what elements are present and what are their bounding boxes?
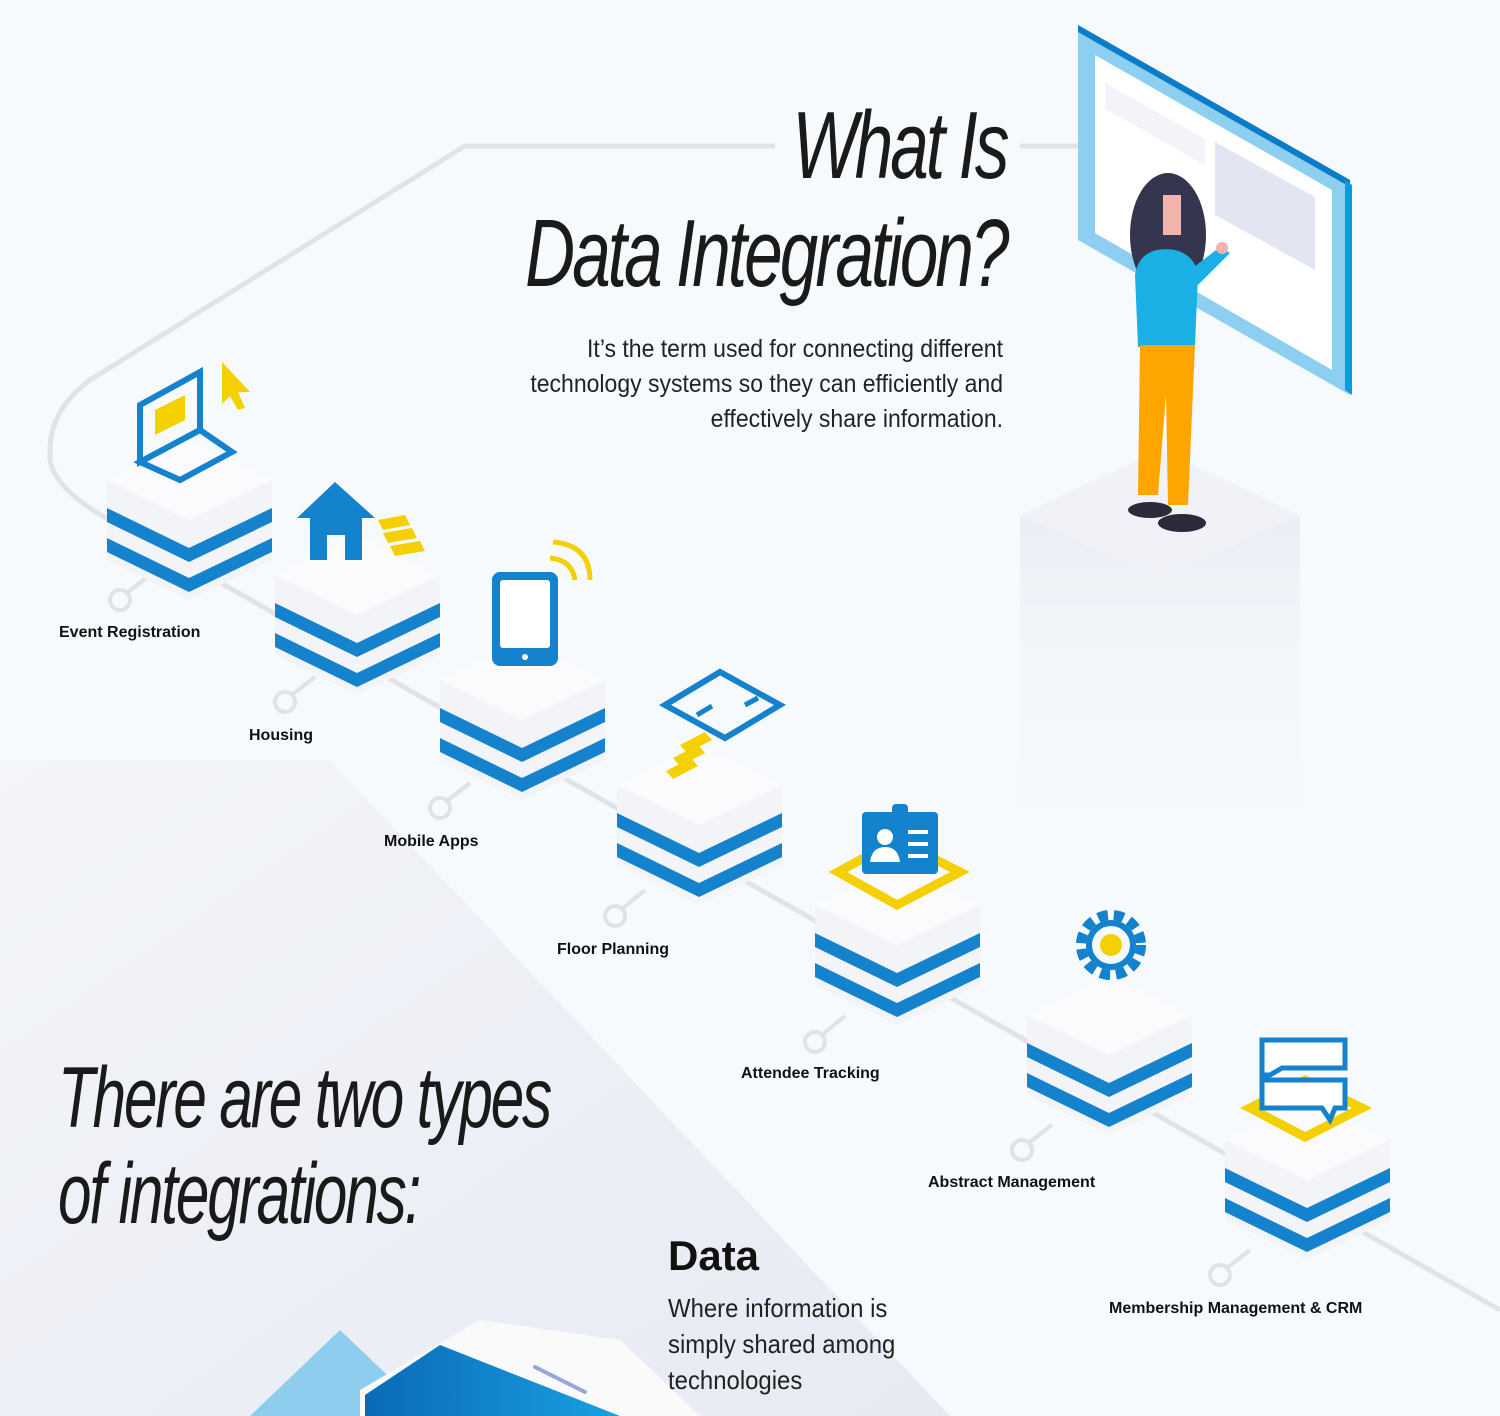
person-at-screen-illustration [1078,25,1352,532]
subtitle: It’s the term used for connecting differ… [530,335,1003,433]
label-floor-planning: Floor Planning [557,941,669,958]
types-heading-line-2: of integrations: [58,1146,421,1242]
label-membership-crm: Membership Management & CRM [1109,1300,1363,1317]
data-type-description: Where information is simply shared among… [668,1293,896,1395]
data-type-title: Data [668,1232,760,1279]
types-heading-line-1: There are two types [58,1050,552,1146]
page-title: What Is Data Integration? [338,92,1009,307]
label-mobile-apps: Mobile Apps [384,833,479,850]
label-abstract-management: Abstract Management [928,1174,1096,1191]
label-event-registration: Event Registration [59,624,201,641]
label-attendee-tracking: Attendee Tracking [741,1065,880,1082]
title-line-1: What Is [791,92,1009,199]
label-housing: Housing [249,727,313,744]
types-heading: There are two types of integrations: [58,1050,552,1242]
title-line-2: Data Integration? [524,200,1009,307]
